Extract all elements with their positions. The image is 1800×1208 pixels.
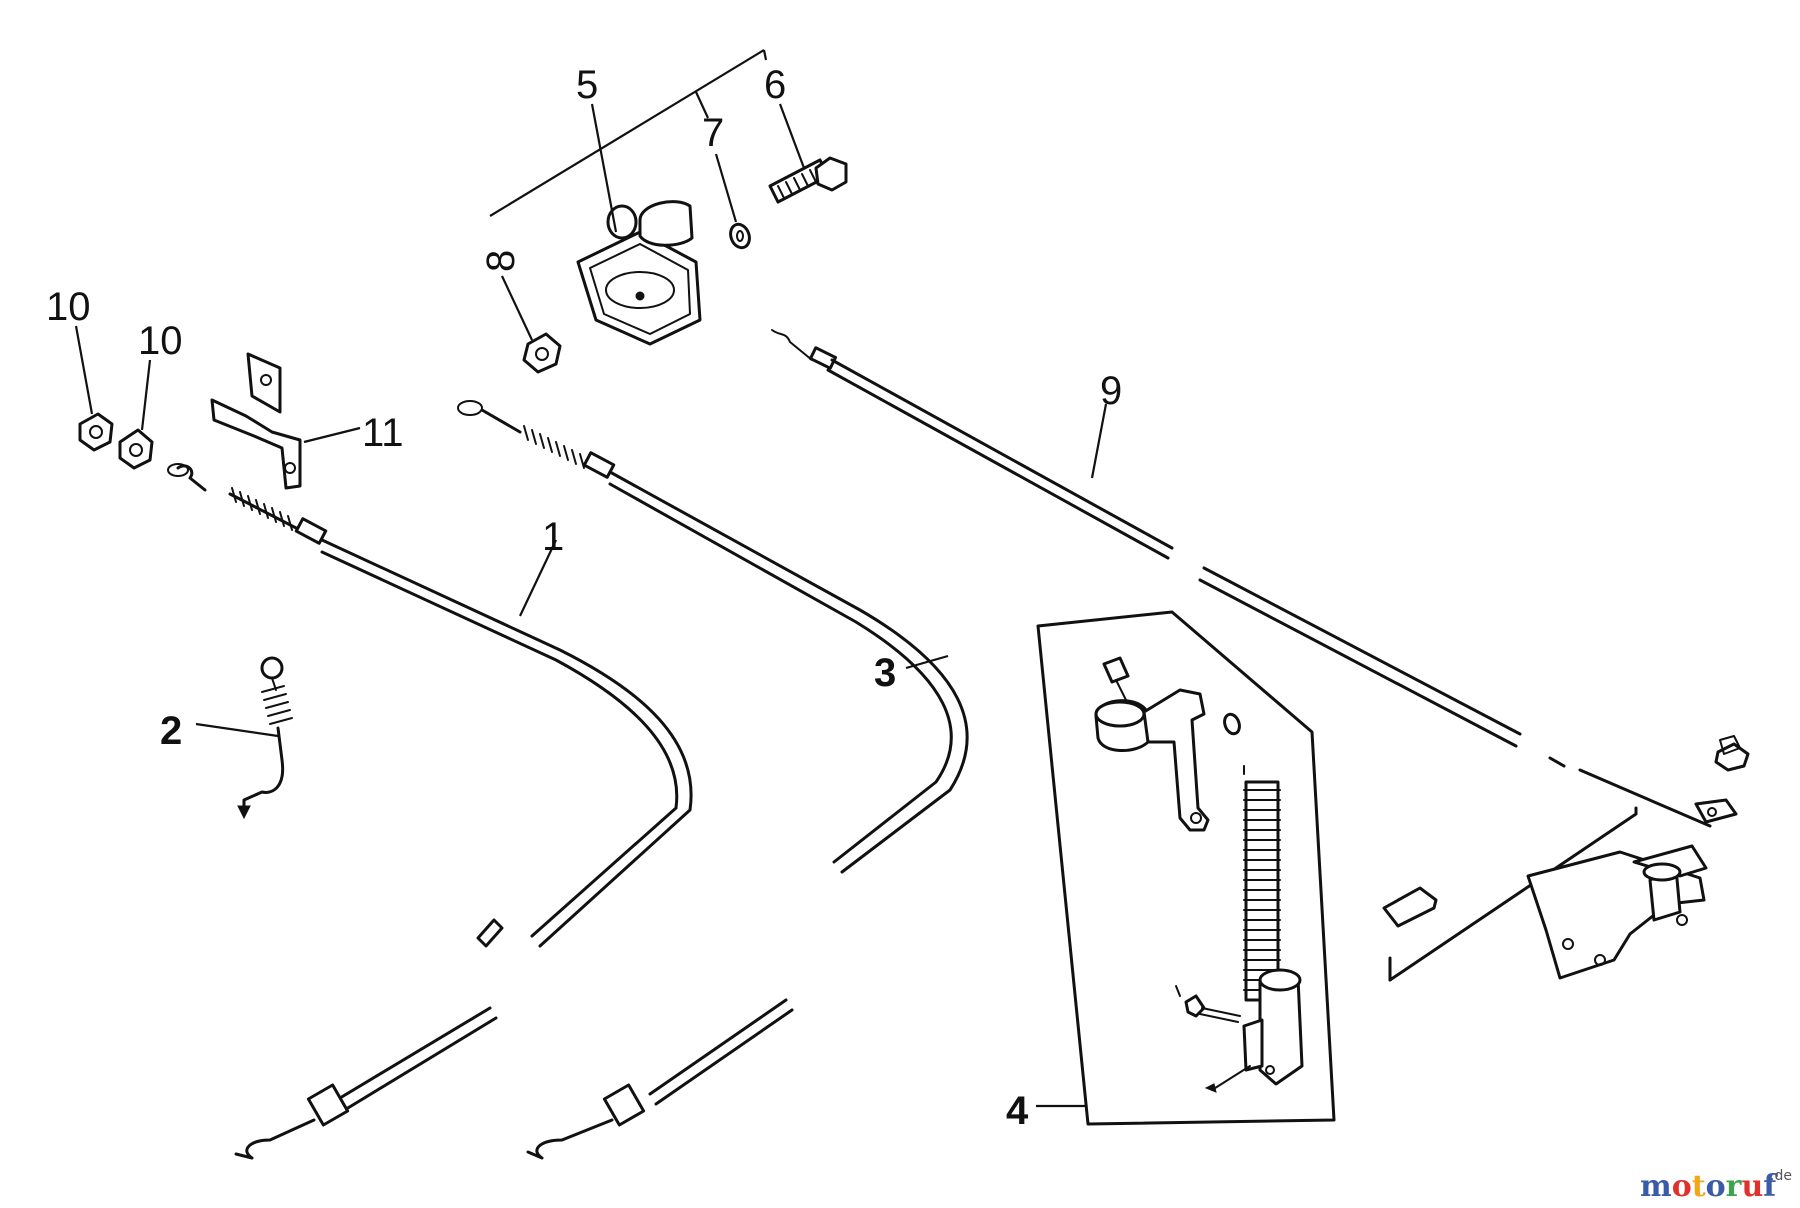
part-7-washer [729,222,751,250]
part-5-control-housing [576,200,702,346]
callout-10b: 10 [138,319,183,363]
part-8-nut [522,332,562,374]
part-1-cable [167,463,693,1160]
part-4-governor-assembly [1036,610,1336,1126]
part-10-nut-right [118,428,154,470]
leader-10a [74,325,94,415]
callout-6: 6 [764,63,786,107]
leader-bracket [489,49,768,217]
callout-7: 7 [702,111,724,155]
leader-11 [303,426,361,444]
leader-10b [140,359,152,431]
leader-3 [905,654,949,670]
callout-8: 8 [479,250,523,272]
part-11-bracket [210,352,302,490]
leader-lines [74,49,1108,1108]
part-2-spring [237,656,293,820]
callout-9: 9 [1100,369,1122,413]
watermark-letter: o [1672,1169,1692,1204]
watermark-letter: f [1763,1169,1778,1204]
leader-7 [714,153,738,223]
watermark-letter: u [1741,1169,1763,1204]
leader-9 [1090,403,1108,479]
watermark-suffix: .de [1770,1168,1792,1184]
part-10-nut-left [78,412,114,452]
part-9-rod [771,329,1712,828]
callout-5: 5 [576,63,598,107]
callout-11: 11 [362,411,404,455]
part-6-bolt [768,156,848,204]
callout-labels: 1 2 3 4 5 6 7 8 9 10 10 11 [46,63,1122,1133]
leader-8 [501,275,533,341]
watermark-letter: r [1726,1169,1743,1204]
callout-2: 2 [160,709,182,753]
watermark-letter: o [1706,1169,1726,1204]
leader-1 [519,539,557,617]
callout-1: 1 [542,515,564,559]
throttle-plate-assembly [1382,735,1750,982]
leader-5 [590,103,618,233]
leader-6 [778,103,806,169]
callout-4: 4 [1006,1089,1029,1133]
leader-2 [195,722,279,738]
watermark-letter: m [1640,1169,1672,1204]
watermark-text: motoruf [1640,1169,1778,1204]
callout-10a: 10 [46,285,91,329]
part-3-cable [457,400,969,1160]
watermark-letter: t [1692,1169,1706,1204]
callout-3: 3 [874,651,896,695]
watermark-logo: motoruf .de [1640,1168,1792,1204]
